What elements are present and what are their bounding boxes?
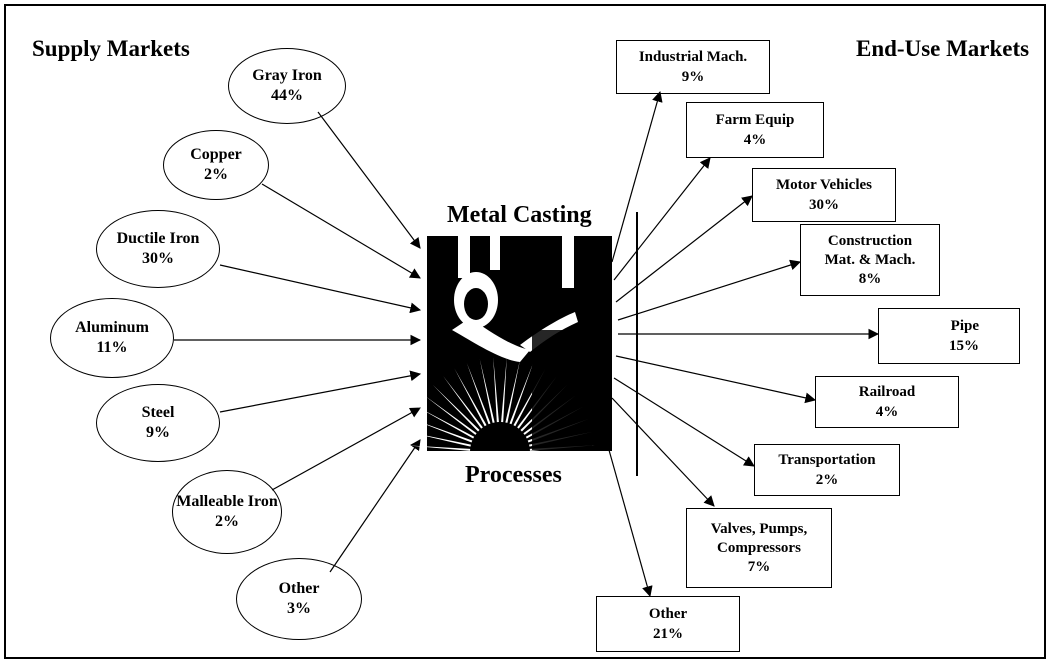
arrow-farm-equip bbox=[614, 158, 710, 280]
arrow-valves bbox=[612, 398, 714, 506]
metal-casting-label: Metal Casting bbox=[447, 202, 592, 229]
metal-casting-image bbox=[405, 236, 612, 451]
node-pct: 8% bbox=[859, 270, 882, 289]
arrow-railroad bbox=[616, 356, 815, 400]
arrow-malleable-iron bbox=[272, 408, 420, 490]
node-name: Industrial Mach. bbox=[639, 47, 747, 67]
node-pct: 21% bbox=[653, 624, 683, 644]
supply-aluminum: Aluminum 11% bbox=[50, 298, 174, 378]
node-name: Gray Iron bbox=[252, 66, 321, 86]
arrow-other-supply bbox=[330, 440, 420, 572]
node-pct: 4% bbox=[744, 130, 767, 150]
node-name: Steel bbox=[142, 403, 175, 423]
supply-gray-iron: Gray Iron 44% bbox=[228, 48, 346, 124]
supply-ductile-iron: Ductile Iron 30% bbox=[96, 210, 220, 288]
node-pct: 2% bbox=[204, 165, 228, 185]
node-pct: 7% bbox=[748, 558, 771, 577]
enduse-farm-equip: Industrial Mach. Farm Equip 4% bbox=[686, 102, 824, 158]
processes-label: Processes bbox=[465, 462, 562, 489]
node-name: Construction bbox=[828, 232, 912, 251]
supply-malleable-iron: Malleable Iron 2% bbox=[172, 470, 282, 554]
supply-copper: Copper 2% bbox=[163, 130, 269, 200]
node-name: Ductile Iron bbox=[117, 229, 200, 249]
node-pct: 11% bbox=[96, 338, 127, 358]
node-name: Other bbox=[279, 579, 320, 599]
enduse-industrial-mach: Industrial Mach. 9% bbox=[616, 40, 770, 94]
node-pct: 2% bbox=[816, 470, 839, 490]
enduse-other: Other 21% bbox=[596, 596, 740, 652]
node-pct: 4% bbox=[876, 402, 899, 422]
node-name: Motor Vehicles bbox=[776, 175, 872, 195]
arrow-ductile-iron bbox=[220, 265, 420, 310]
arrow-construction bbox=[618, 262, 800, 320]
node-name: Malleable Iron bbox=[176, 492, 277, 512]
node-name: Copper bbox=[190, 145, 242, 165]
node-pct: 30% bbox=[142, 249, 174, 269]
enduse-construction: Construction Mat. & Mach. 8% bbox=[800, 224, 940, 296]
enduse-valves-pumps: Valves, Pumps, Compressors 7% bbox=[686, 508, 832, 588]
arrow-copper bbox=[262, 184, 420, 278]
node-name: Pipe bbox=[951, 316, 979, 336]
supply-steel: Steel 9% bbox=[96, 384, 220, 462]
enduse-pipe: Pipe 15% bbox=[878, 308, 1020, 364]
supply-other: Other 3% bbox=[236, 558, 362, 640]
node-name: Railroad bbox=[859, 382, 915, 402]
enduse-transportation: Transportation 2% bbox=[754, 444, 900, 496]
node-name-2: Farm Equip bbox=[716, 110, 795, 130]
node-name-line2: Mat. & Mach. bbox=[825, 251, 916, 270]
node-pct: 3% bbox=[287, 599, 311, 619]
arrow-steel bbox=[220, 374, 420, 412]
node-pct: 2% bbox=[215, 512, 239, 532]
enduse-railroad: Railroad 4% bbox=[815, 376, 959, 428]
supply-markets-title: Supply Markets bbox=[32, 36, 190, 62]
arrow-gray-iron bbox=[318, 112, 420, 248]
node-pct: 15% bbox=[949, 336, 979, 356]
node-name: Transportation bbox=[778, 450, 875, 470]
end-use-markets-title: End-Use Markets bbox=[856, 36, 1029, 62]
node-name: Other bbox=[649, 604, 687, 624]
node-pct: 44% bbox=[271, 86, 303, 106]
enduse-motor-vehicles: Motor Vehicles 30% bbox=[752, 168, 896, 222]
node-name-line2: Compressors bbox=[717, 539, 801, 558]
node-name: Valves, Pumps, bbox=[711, 520, 808, 539]
node-pct: 9% bbox=[146, 423, 170, 443]
node-name: Aluminum bbox=[75, 318, 149, 338]
node-pct: 30% bbox=[809, 195, 839, 215]
node-pct: 9% bbox=[682, 67, 705, 87]
